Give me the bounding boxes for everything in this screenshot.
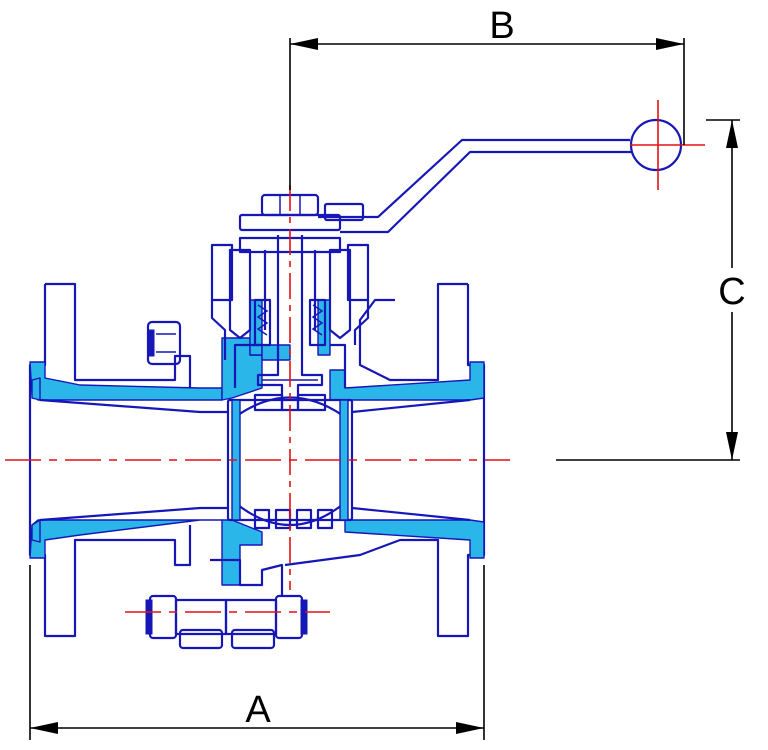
dimension-a: A [29, 565, 485, 740]
dimension-b-label: B [489, 5, 514, 47]
body-bore [39, 343, 471, 522]
stem-nuts [238, 193, 365, 232]
body-liner [29, 299, 485, 586]
dimension-c-label: C [718, 271, 745, 313]
dimension-c: C [556, 119, 746, 461]
centerlines [5, 100, 705, 613]
dimension-b: B [289, 5, 685, 190]
gland-packing [210, 236, 370, 360]
bottom-bolt [145, 558, 308, 650]
dimension-a-label: A [245, 689, 271, 731]
lever-handle [318, 118, 683, 234]
side-bolt [146, 320, 182, 366]
